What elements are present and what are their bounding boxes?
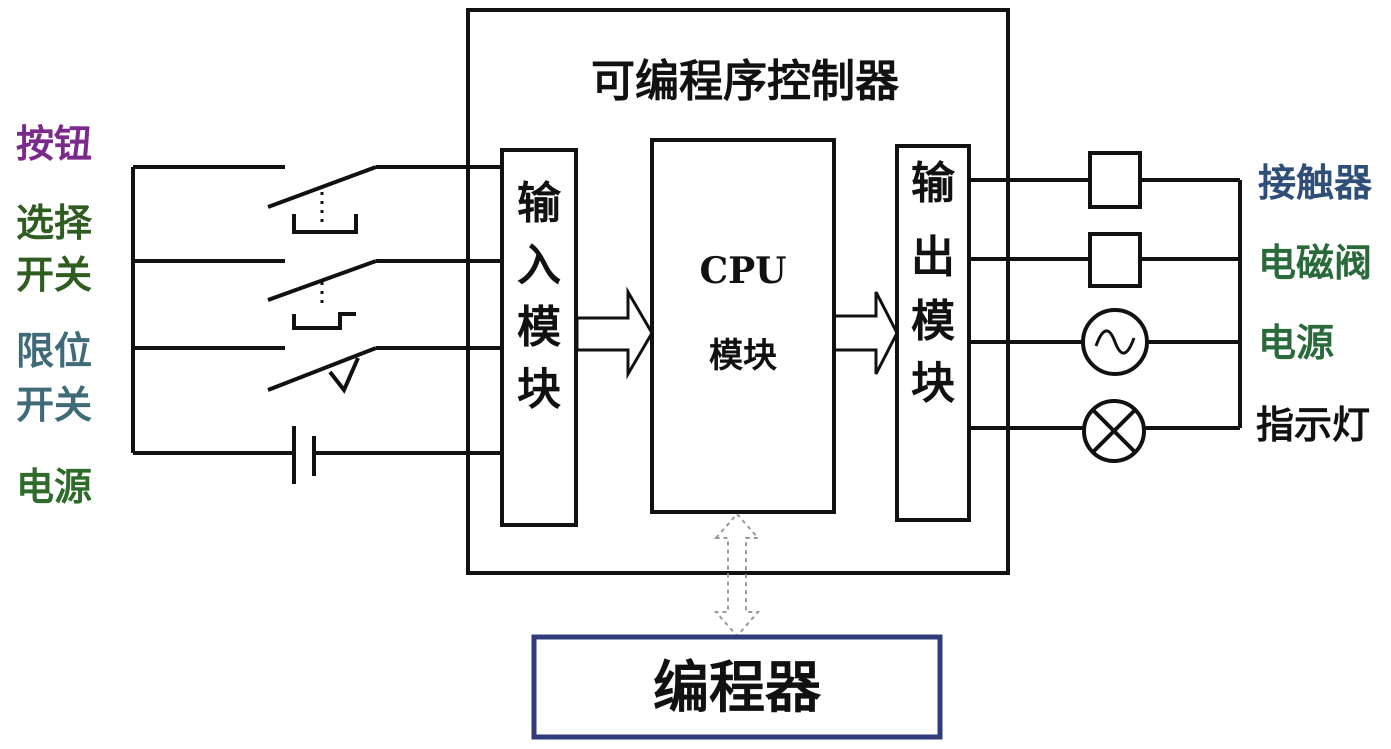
programmer-label: 编程器 (653, 656, 822, 721)
label-contactor: 接触器 (1258, 161, 1373, 205)
input-module-char-2: 入 (517, 240, 561, 291)
input-wiring (131, 165, 502, 484)
label-input-power: 电源 (16, 465, 92, 509)
label-button: 按钮 (16, 122, 92, 166)
input-module-char-3: 模 (517, 302, 561, 353)
input-module-char-4: 块 (517, 364, 561, 415)
label-limit-2: 开关 (16, 383, 92, 427)
output-wiring (969, 151, 1242, 463)
label-indicator: 指示灯 (1256, 403, 1370, 447)
cpu-module-box (650, 138, 836, 514)
label-selector-1: 选择 (16, 201, 93, 245)
programmer-link-arrow (713, 512, 761, 638)
input-to-cpu-arrow (575, 286, 654, 380)
label-selector-2: 开关 (16, 253, 92, 297)
plc-enclosure (466, 8, 1010, 575)
cpu-to-output-arrow (832, 291, 899, 375)
output-module-char-3: 模 (911, 296, 955, 347)
programmer-box (531, 634, 943, 740)
output-module-char-4: 块 (911, 358, 955, 409)
cpu-label: CPU (699, 250, 786, 292)
output-module-char-2: 出 (911, 232, 955, 283)
plc-title: 可编程序控制器 (591, 56, 900, 107)
input-module-char-1: 输 (517, 178, 562, 229)
cpu-module-label: 模块 (709, 336, 777, 376)
output-module-char-1: 输 (911, 158, 956, 209)
label-solenoid: 电磁阀 (1258, 241, 1372, 285)
label-limit-1: 限位 (16, 329, 92, 373)
label-output-power: 电源 (1258, 321, 1334, 365)
